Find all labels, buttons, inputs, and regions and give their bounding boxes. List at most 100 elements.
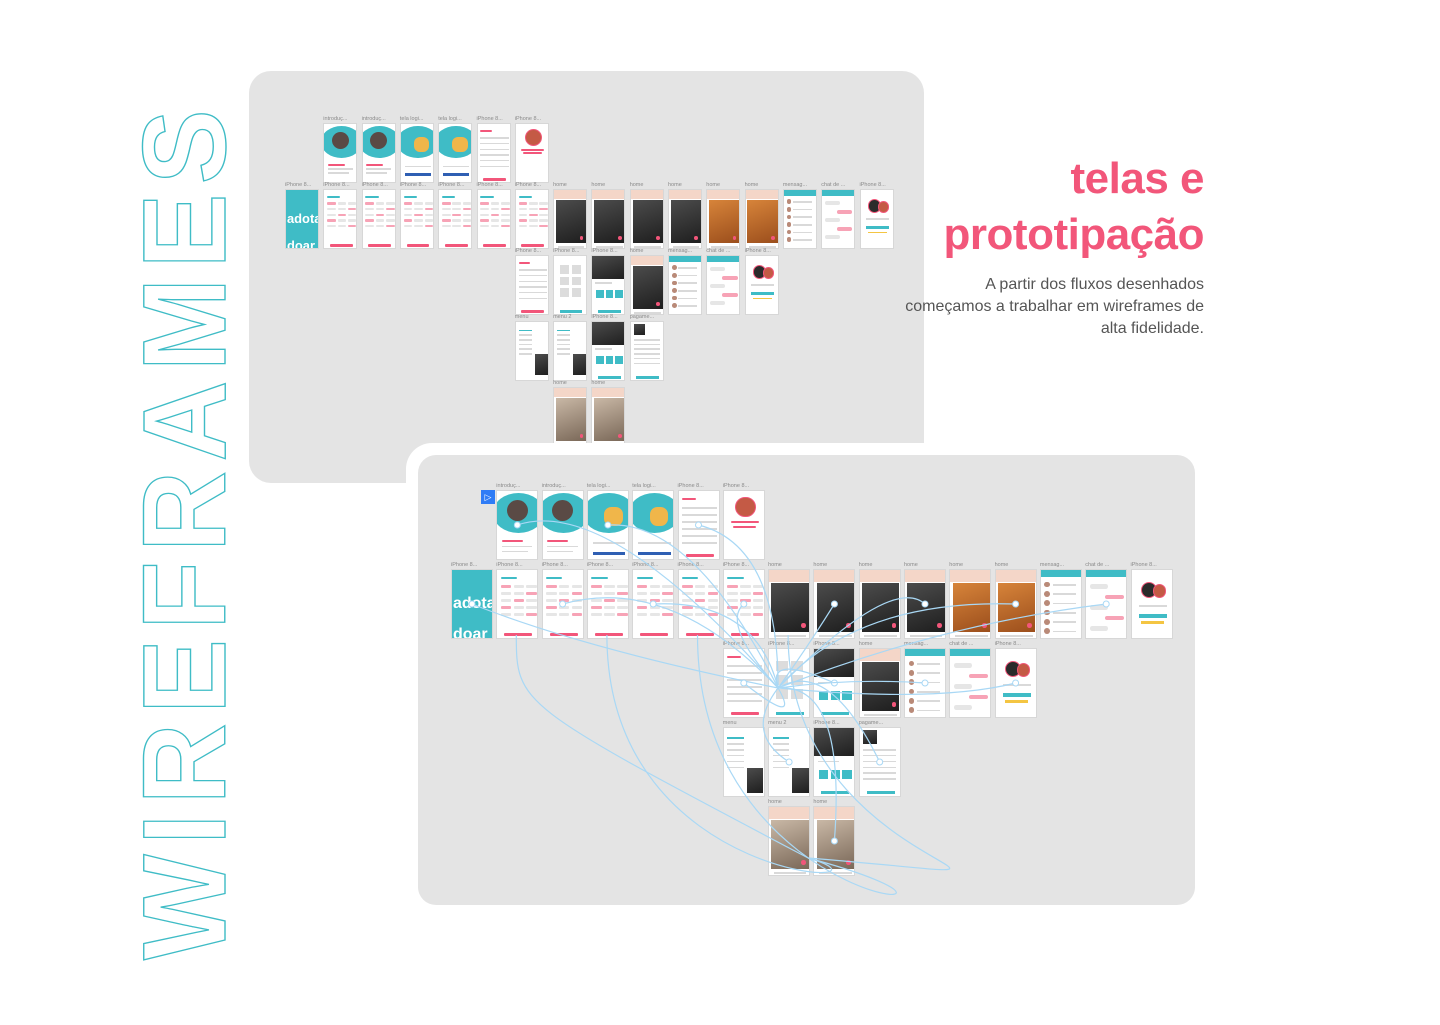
option-chip <box>386 207 395 211</box>
tab-bar <box>773 872 807 874</box>
chat-bubble <box>825 235 841 240</box>
options-title <box>591 577 608 579</box>
screen-row5-1 <box>553 387 588 447</box>
grid-button <box>559 310 583 313</box>
contact-avatar <box>908 698 915 704</box>
option-chip <box>727 613 738 617</box>
option-chip <box>414 224 423 228</box>
home-header <box>592 388 625 398</box>
chat-bubble <box>825 201 841 206</box>
option-chip <box>414 213 423 216</box>
contact-avatar <box>786 229 792 235</box>
play-prototype-button[interactable]: ▷ <box>481 490 495 504</box>
form-title <box>480 129 492 132</box>
form-field-line <box>480 142 509 145</box>
frame-label: introduç... <box>541 483 566 489</box>
screen-row4-1 <box>722 727 765 797</box>
tab-bar <box>749 246 776 248</box>
frame-label: iPhone 8... <box>553 248 580 254</box>
option-chip <box>386 224 395 228</box>
screen-row2-3 <box>541 569 584 639</box>
option-chip <box>546 585 557 589</box>
grid-tile <box>776 674 788 686</box>
adopt-button <box>821 712 850 715</box>
option-chip <box>682 585 693 589</box>
screen-row3-1 <box>722 648 765 718</box>
option-chip <box>526 599 537 603</box>
chat-bubble <box>722 292 738 297</box>
frame-label: home <box>813 562 828 568</box>
form-field-line <box>480 159 509 162</box>
home-header <box>707 190 740 200</box>
chat-bubble <box>825 218 841 223</box>
option-chip <box>501 219 510 222</box>
option-chip <box>327 219 336 222</box>
option-chip <box>462 207 472 211</box>
rating-button <box>1002 693 1031 697</box>
feature-icon <box>842 770 852 780</box>
option-chip <box>526 606 537 610</box>
form-field-line <box>682 542 717 544</box>
option-chip <box>571 585 583 589</box>
message-preview <box>916 691 940 693</box>
continue-button <box>483 244 506 247</box>
form-field-line <box>682 528 717 530</box>
option-chip <box>546 606 557 610</box>
frame-label: iPhone 8... <box>496 562 523 568</box>
menu-item-line <box>518 343 532 346</box>
message-preview <box>916 709 940 712</box>
home-header <box>859 570 900 582</box>
frame-label: home <box>629 182 644 188</box>
frame-label: menu <box>722 720 737 726</box>
form-submit-button <box>483 178 506 181</box>
tab-bar <box>819 635 852 637</box>
frame-label: home <box>629 248 644 254</box>
home-header <box>554 388 587 398</box>
form-field-line <box>480 165 509 168</box>
contact-avatar <box>671 295 677 301</box>
payment-line <box>633 343 660 346</box>
contact-avatar <box>786 222 792 227</box>
frame-label: iPhone 8... <box>744 248 771 254</box>
chat-bubble <box>710 267 726 272</box>
option-chip <box>500 599 512 603</box>
message-preview <box>678 282 698 284</box>
options-title <box>636 577 654 579</box>
tab-bar <box>634 312 661 314</box>
like-icon <box>891 701 897 707</box>
option-chip <box>558 599 570 603</box>
option-chip <box>403 219 413 222</box>
home-header <box>554 190 587 200</box>
option-chip <box>403 202 413 205</box>
option-chip <box>636 585 648 589</box>
star-rating <box>753 297 773 300</box>
option-chip <box>546 613 557 617</box>
user-avatar <box>1152 584 1167 598</box>
like-icon <box>579 235 584 240</box>
option-chip <box>327 224 336 228</box>
text-line <box>501 545 533 548</box>
menu-item-line <box>556 339 571 341</box>
screen-row3-7 <box>994 648 1037 718</box>
message-preview <box>793 216 813 218</box>
option-chip <box>424 224 433 228</box>
frame-label: iPhone 8... <box>514 182 542 188</box>
frame-label: iPhone 8... <box>451 562 478 568</box>
menu-item-line <box>772 766 789 768</box>
option-chip <box>414 202 423 205</box>
pet-name-line <box>595 282 613 284</box>
option-chip <box>513 599 525 603</box>
rating-button <box>1138 614 1167 618</box>
frame-label: home <box>813 799 828 805</box>
tab-bar <box>909 635 943 637</box>
menu-item-line <box>772 760 789 763</box>
screen-row2-16 <box>1130 569 1173 639</box>
text-line <box>328 172 349 174</box>
option-chip <box>571 613 583 617</box>
pet-thumb <box>863 730 878 745</box>
chat-bubble <box>710 284 726 289</box>
option-chip <box>490 213 500 216</box>
options-title <box>365 195 379 198</box>
text-line <box>442 165 470 168</box>
contact-avatar <box>671 265 677 271</box>
